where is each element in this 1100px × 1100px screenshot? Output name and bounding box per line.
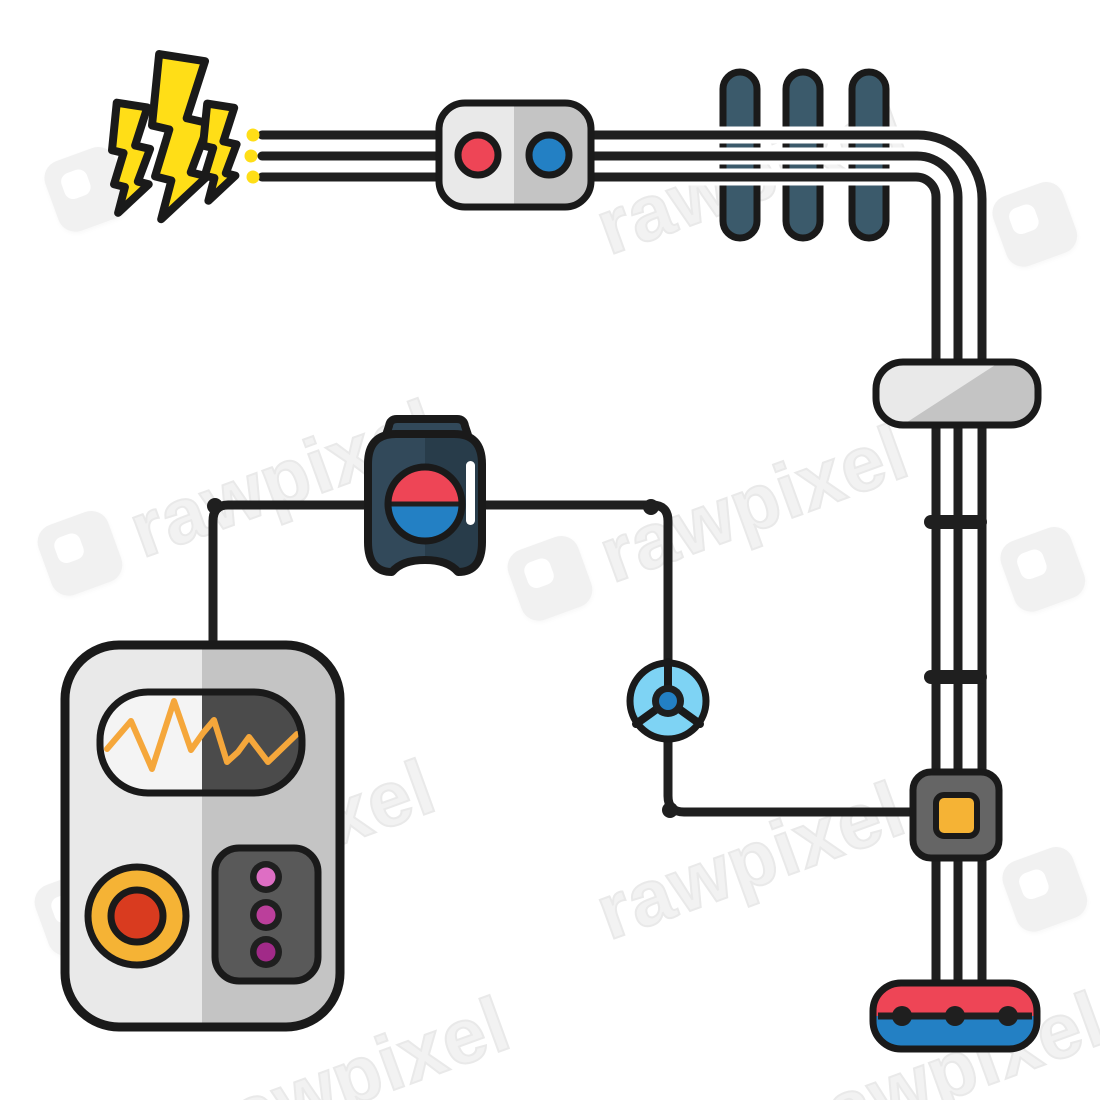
power-wire-halo (253, 147, 967, 998)
cable-sleeve (872, 358, 1042, 429)
inline-connector (435, 99, 595, 211)
control-wire-right (465, 500, 921, 817)
spark-dots (244, 128, 260, 184)
emergency-button-core (107, 886, 167, 946)
power-wire (257, 172, 941, 994)
power-wire (257, 151, 963, 994)
power-wire-halo (253, 168, 945, 998)
fan-hub-center (659, 692, 677, 710)
valve-highlight-slot (466, 461, 475, 525)
valve-knob-outline (384, 463, 466, 545)
cable-sleeve-shade (898, 362, 1038, 425)
lightning-bolts (112, 54, 237, 219)
spark-dot (246, 170, 260, 184)
waveform-display-outline (96, 688, 306, 797)
control-unit (60, 640, 345, 1032)
terminal-block (869, 979, 1041, 1053)
led-magenta (256, 905, 276, 925)
junction-box (909, 768, 1003, 862)
red-indicator (454, 131, 502, 179)
control-unit-outline (60, 640, 345, 1032)
spark-dot (244, 149, 258, 163)
power-wire (257, 130, 987, 994)
fan-symbol (626, 658, 710, 743)
cable-clamp (924, 515, 987, 529)
spark-dot (246, 128, 260, 142)
wire-joint-dot (662, 802, 678, 818)
terminal-contact (892, 1006, 912, 1026)
cable-sleeve-outline (872, 358, 1042, 429)
led-purple (256, 942, 276, 962)
wire-joint-dot (207, 498, 223, 514)
wire-joint-dot (643, 499, 659, 515)
terminal-outline (869, 979, 1041, 1053)
junction-port (933, 792, 980, 839)
lightning-bolt-icon (112, 103, 150, 213)
terminal-contact (945, 1006, 965, 1026)
valve-body-outline (364, 430, 486, 576)
waveform-line (104, 698, 300, 772)
led-pink (256, 867, 276, 887)
lightning-bolt-icon (203, 104, 237, 201)
valve-device (364, 415, 486, 576)
terminal-contact (998, 1006, 1018, 1026)
inline-connector-outline (435, 99, 595, 211)
blue-indicator (525, 131, 573, 179)
cable-clamp (924, 670, 987, 684)
power-lines (253, 126, 991, 998)
